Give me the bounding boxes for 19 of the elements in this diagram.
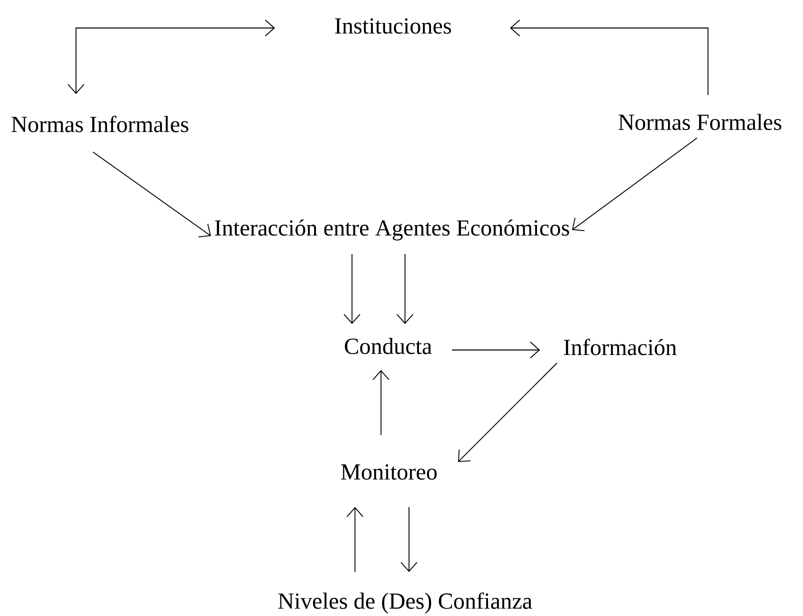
arrow [458,362,558,462]
arrow [92,152,211,238]
node-label: Niveles de (Des) Confianza [278,592,532,614]
arrow [400,506,418,572]
arrow [396,254,414,324]
arrow [572,138,698,232]
node-label: Conducta [344,338,432,354]
arrow [510,20,708,96]
node-label: Normas Formales [618,114,782,130]
node-label: Instituciones [335,18,451,34]
node-label: Normas Informales [12,116,188,132]
node-label: Interacción entre Agentes Económicos [214,220,570,240]
arrow [346,507,364,572]
arrow [344,254,360,324]
node-label: Monitoreo [341,464,437,480]
node-label: Información [564,338,676,356]
arrow [372,370,390,436]
arrow [452,342,540,358]
arrow [68,20,275,94]
